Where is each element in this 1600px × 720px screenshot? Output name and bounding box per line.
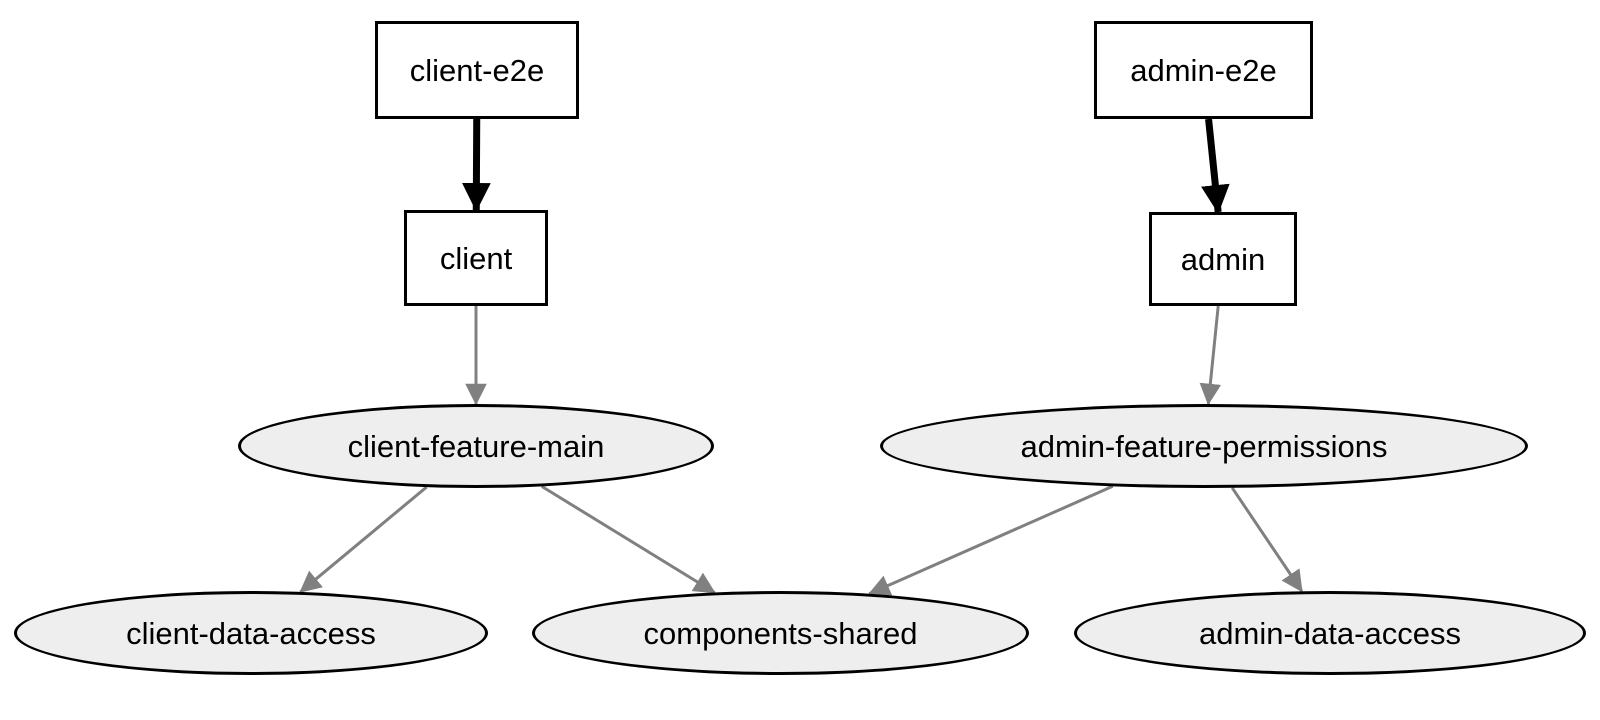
node-label-client-feature-main: client-feature-main [347, 428, 605, 464]
node-admin-e2e[interactable]: admin-e2e [1094, 21, 1313, 119]
node-label-admin-e2e: admin-e2e [1130, 52, 1277, 88]
edge-admin-feature-permissions-to-admin-data-access [1230, 487, 1304, 593]
node-client[interactable]: client [404, 210, 548, 306]
edge-admin-feature-permissions-to-components-shared [868, 484, 1114, 596]
node-label-admin-data-access: admin-data-access [1199, 615, 1461, 651]
edge-client-feature-main-to-client-data-access [299, 485, 428, 594]
node-label-client: client [439, 240, 513, 276]
node-client-data-access[interactable]: client-data-access [14, 591, 488, 675]
node-admin[interactable]: admin [1149, 212, 1297, 306]
edges-group [299, 118, 1304, 596]
node-label-admin-feature-permissions: admin-feature-permissions [1020, 428, 1388, 464]
node-admin-feature-permissions[interactable]: admin-feature-permissions [880, 404, 1528, 488]
node-label-client-data-access: client-data-access [126, 615, 376, 651]
edge-client-feature-main-to-components-shared [540, 485, 716, 594]
node-components-shared[interactable]: components-shared [532, 591, 1029, 675]
node-admin-data-access[interactable]: admin-data-access [1074, 591, 1586, 675]
edge-admin-e2e-to-admin [1201, 118, 1230, 214]
node-label-client-e2e: client-e2e [409, 52, 545, 88]
edge-admin-to-admin-feature-permissions [1199, 305, 1222, 406]
node-client-e2e[interactable]: client-e2e [375, 21, 579, 119]
node-label-components-shared: components-shared [643, 615, 918, 651]
node-label-admin: admin [1180, 241, 1266, 277]
node-client-feature-main[interactable]: client-feature-main [238, 404, 714, 488]
